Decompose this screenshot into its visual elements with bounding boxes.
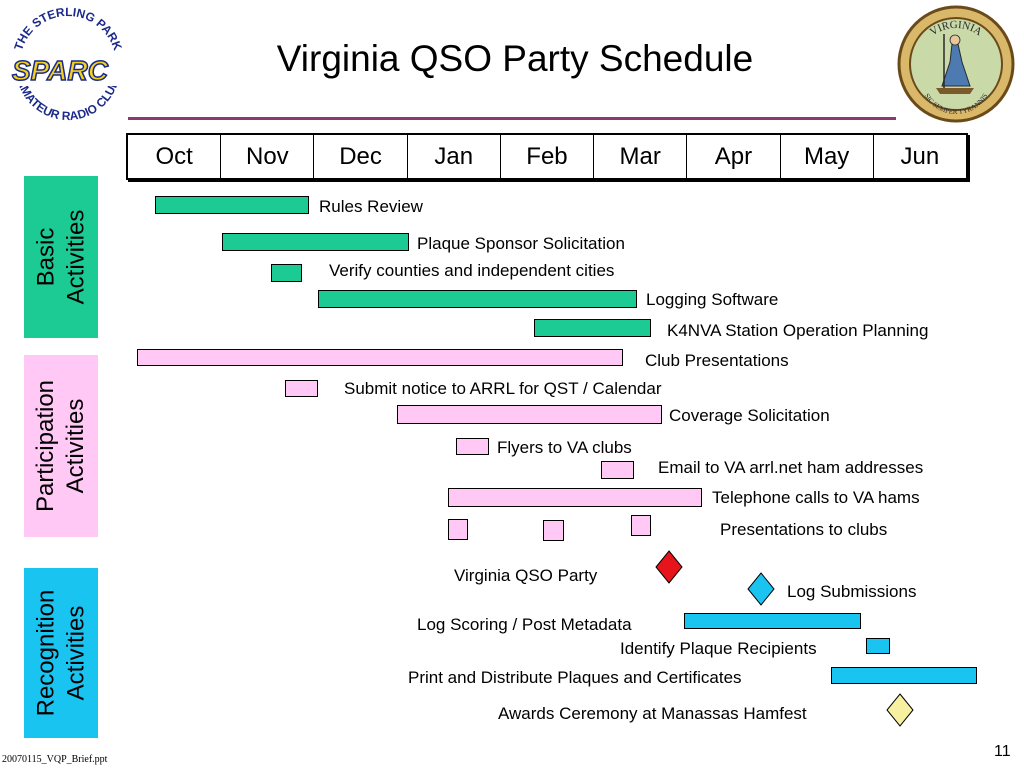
page-number: 11 bbox=[994, 743, 1011, 760]
verify-counties-bar bbox=[271, 264, 302, 282]
awards-milestone bbox=[886, 693, 914, 727]
submit-notice-label: Submit notice to ARRL for QST / Calendar bbox=[344, 379, 662, 398]
month-apr: Apr bbox=[687, 135, 781, 178]
logging-software-bar bbox=[318, 290, 637, 308]
seal-top-text: VIRGINIA bbox=[928, 19, 984, 39]
plaque-sponsor-label: Plaque Sponsor Solicitation bbox=[417, 234, 625, 253]
k4nva-label: K4NVA Station Operation Planning bbox=[667, 321, 929, 340]
rules-review-bar bbox=[155, 196, 309, 214]
vqp-milestone bbox=[655, 550, 683, 584]
coverage-bar bbox=[397, 405, 662, 424]
vqp-label: Virginia QSO Party bbox=[454, 566, 598, 585]
identify-plaque-bar bbox=[866, 638, 890, 654]
log-scoring-label: Log Scoring / Post Metadata bbox=[417, 615, 632, 634]
title-underline bbox=[128, 117, 896, 120]
email-label: Email to VA arrl.net ham addresses bbox=[658, 458, 924, 477]
svg-text:THE STERLING PARK: THE STERLING PARK bbox=[11, 5, 125, 53]
presentation-bar-1 bbox=[448, 519, 468, 540]
print-distribute-label: Print and Distribute Plaques and Certifi… bbox=[408, 668, 742, 687]
recognition-activities-label: Recognition Activities bbox=[24, 568, 98, 738]
telephone-bar bbox=[448, 488, 702, 507]
rules-review-label: Rules Review bbox=[319, 197, 423, 216]
month-feb: Feb bbox=[501, 135, 595, 178]
presentation-bar-3 bbox=[631, 515, 651, 536]
month-dec: Dec bbox=[314, 135, 408, 178]
svg-text:VIRGINIA: VIRGINIA bbox=[928, 19, 984, 39]
k4nva-bar bbox=[534, 319, 651, 337]
virginia-seal: VIRGINIA SIC SEMPER TYRANNIS bbox=[897, 5, 1015, 123]
logo-main-text: SPARC bbox=[12, 55, 109, 86]
verify-counties-label: Verify counties and independent cities bbox=[329, 261, 615, 280]
email-bar bbox=[601, 461, 634, 479]
print-distribute-bar bbox=[831, 667, 977, 684]
club-presentations-label: Club Presentations bbox=[645, 351, 789, 370]
month-mar: Mar bbox=[594, 135, 688, 178]
flyers-bar bbox=[456, 438, 489, 455]
log-submissions-label: Log Submissions bbox=[787, 582, 917, 601]
log-submissions-milestone bbox=[747, 572, 775, 606]
submit-notice-bar bbox=[285, 380, 318, 397]
basic-activities-label: Basic Activities bbox=[24, 176, 98, 338]
plaque-sponsor-bar bbox=[222, 233, 409, 251]
logo-top-text: THE STERLING PARK bbox=[11, 5, 125, 53]
identify-plaque-label: Identify Plaque Recipients bbox=[620, 639, 817, 658]
flyers-label: Flyers to VA clubs bbox=[497, 438, 632, 457]
sparc-logo: THE STERLING PARK AMATEUR RADIO CLUB SPA… bbox=[10, 5, 125, 123]
presentations-clubs-label: Presentations to clubs bbox=[720, 520, 888, 539]
logging-software-label: Logging Software bbox=[646, 290, 779, 309]
page-title: Virginia QSO Party Schedule bbox=[276, 38, 754, 79]
awards-label: Awards Ceremony at Manassas Hamfest bbox=[498, 704, 807, 723]
presentation-bar-2 bbox=[543, 520, 564, 541]
month-oct: Oct bbox=[128, 135, 222, 178]
club-presentations-bar bbox=[137, 349, 623, 366]
month-header: Oct Nov Dec Jan Feb Mar Apr May Jun bbox=[126, 133, 968, 180]
month-jan: Jan bbox=[408, 135, 501, 178]
month-nov: Nov bbox=[221, 135, 315, 178]
month-may: May bbox=[781, 135, 874, 178]
month-jun: Jun bbox=[900, 142, 940, 170]
participation-activities-label: Participation Activities bbox=[24, 355, 98, 537]
log-scoring-bar bbox=[684, 613, 861, 629]
coverage-label: Coverage Solicitation bbox=[669, 406, 830, 425]
telephone-label: Telephone calls to VA hams bbox=[712, 488, 920, 507]
footer-filename: 20070115_VQP_Brief.ppt bbox=[2, 754, 108, 765]
